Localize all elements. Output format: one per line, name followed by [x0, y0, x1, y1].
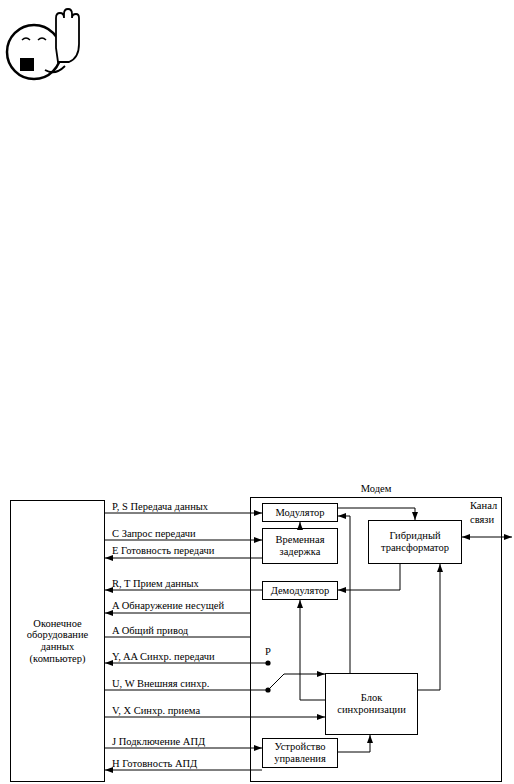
signal-connector: [105, 748, 262, 749]
signal-label: R, T Прием данных: [112, 579, 199, 590]
process-box: Демодулятор: [262, 581, 338, 600]
process-box: Модулятор: [262, 503, 338, 522]
signal-connector: [105, 590, 262, 591]
signal-connector: [105, 513, 262, 514]
signal-label: A Обнаружение несущей: [112, 601, 224, 612]
switch-contact: [265, 660, 270, 665]
modem-box: МодемМодуляторВременная задержкаГибридны…: [250, 497, 502, 782]
face-mouth: [20, 58, 34, 71]
signal-label: A Общий привод: [112, 626, 188, 637]
box-label: Блок синхронизации: [326, 674, 417, 734]
face-eyes: [22, 38, 46, 40]
signal-connector: [300, 600, 325, 700]
terminal-box: Оконечное оборудование данных (компьютер…: [10, 500, 105, 782]
box-label: Модулятор: [263, 504, 337, 521]
process-box: Гибридный трансформатор: [368, 520, 462, 564]
signal-wire: [105, 690, 268, 691]
cartoon-icon: [0, 0, 100, 95]
channel-label: Канал связи: [470, 499, 514, 526]
signal-label: P, S Передача данных: [112, 502, 208, 513]
signal-connector: [105, 540, 262, 541]
signal-connector: [300, 522, 301, 528]
switch-label: P: [265, 647, 271, 658]
process-box: Устройство управления: [262, 738, 338, 768]
switch-arm: [268, 674, 325, 690]
box-label: Оконечное оборудование данных (компьютер…: [11, 501, 104, 781]
channel-wire: [462, 537, 512, 538]
box-label: Гибридный трансформатор: [369, 521, 461, 563]
hand-arm: [45, 66, 65, 72]
signal-connector: [105, 558, 262, 559]
signal-label: C Запрос передачи: [112, 529, 196, 540]
signal-connector: [338, 564, 400, 590]
signal-connector: [105, 717, 325, 718]
signal-label: H Готовность АПД: [112, 759, 197, 770]
process-box: Блок синхронизации: [325, 673, 418, 735]
signal-connector: [105, 613, 250, 614]
signal-wire: [105, 663, 268, 664]
signal-connector: [338, 516, 350, 673]
signal-label: V, X Синхр. приема: [112, 706, 200, 717]
signal-connector: [418, 564, 440, 690]
signal-label: J Подключение АПД: [112, 737, 205, 748]
raised-hand: [56, 9, 79, 62]
box-label: Устройство управления: [263, 739, 337, 767]
signal-connector: [338, 735, 370, 752]
signal-label: U, W Внешняя синхр.: [112, 679, 209, 690]
signal-connector: [105, 770, 262, 771]
box-heading: Модем: [251, 483, 501, 494]
signal-label: E Готовность передачи: [112, 546, 214, 557]
face-outline: [7, 25, 61, 79]
process-box: Временная задержка: [262, 528, 338, 564]
signal-label: Y, AA Синхр. передачи: [112, 652, 215, 663]
box-label: Демодулятор: [263, 582, 337, 599]
signal-connector: [105, 637, 250, 638]
box-label: Временная задержка: [263, 529, 337, 563]
